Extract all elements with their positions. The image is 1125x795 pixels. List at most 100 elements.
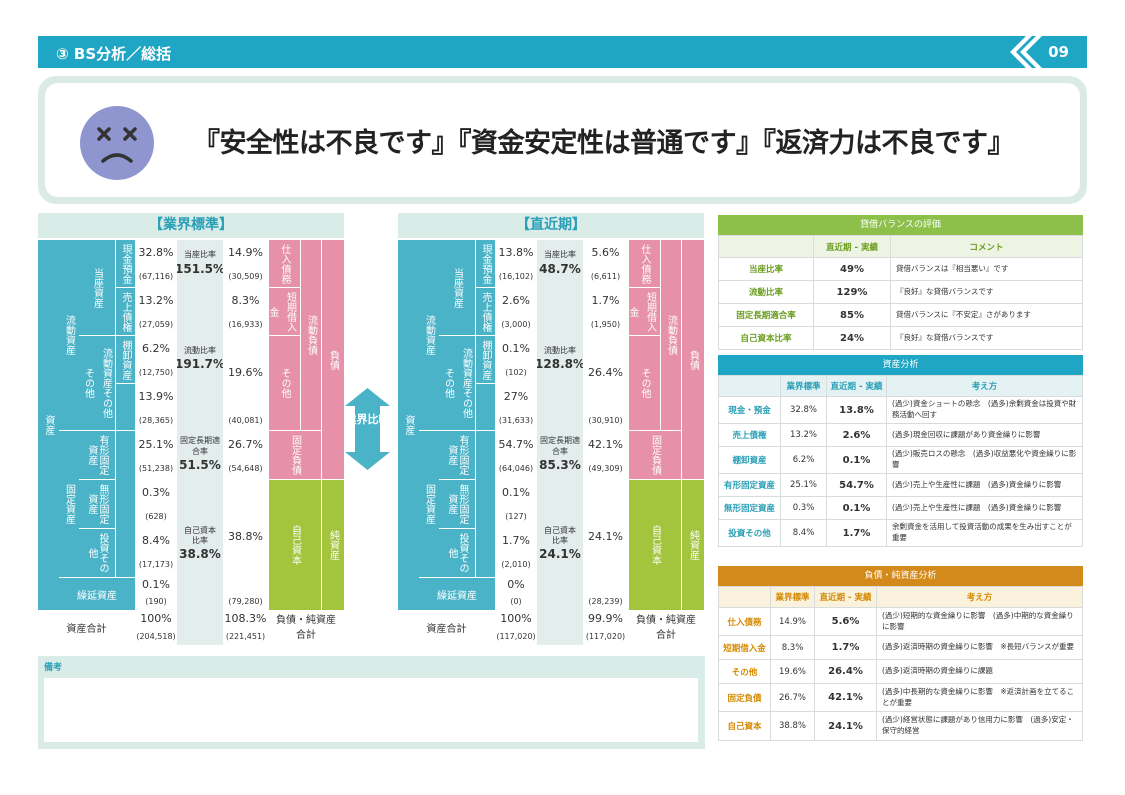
quick-assets-label: 当座資産 <box>439 240 475 335</box>
current-assets-label: 流動資産 <box>419 240 439 430</box>
quick-assets-label: 当座資産 <box>79 240 115 335</box>
deferred-pct: 0% <box>495 576 537 593</box>
summary-panel: 『安全性は不良です』『資金安定性は普通です』『返済力は不良です』 <box>38 76 1087 204</box>
notes-panel: 備考 <box>38 656 705 749</box>
balance-eval-header: コメント <box>890 235 1083 258</box>
other-pct: 13.9% <box>135 384 177 408</box>
current-ratio-label: 流動比率 <box>544 345 576 355</box>
assets-label: 資産 <box>398 240 419 610</box>
bs-title: 【直近期】 <box>398 213 704 238</box>
liab-other-label: その他 <box>629 336 660 430</box>
current-other-label: 流動資産その他 <box>97 336 115 430</box>
balance-eval-header <box>718 235 814 258</box>
fixed-ratio-value: 85.3% <box>539 457 581 472</box>
bs-industry: 【業界標準】 資産 流動資産 固定資産 当座資産 その他 流動資産その他 有形固… <box>38 213 344 645</box>
page-header: ③ BS分析／総括 09 <box>38 36 1087 68</box>
investment-amt: (2,010) <box>495 552 537 576</box>
short-debt-label-b: 金 <box>629 288 640 335</box>
asset-analysis-title: 資産分析 <box>718 355 1083 375</box>
summary-text: 『安全性は不良です』『資金安定性は普通です』『返済力は不良です』 <box>193 128 1015 159</box>
tangible-label: 有形固定資産 <box>79 431 115 479</box>
bs-recent: 【直近期】 資産 流動資産 固定資産 当座資産 その他 流動資産その他 有形固定… <box>398 213 704 645</box>
liab-analysis-title: 負債・純資産分析 <box>718 566 1083 586</box>
tangible-pct: 54.7% <box>495 432 537 456</box>
investment-amt: (17,173) <box>135 552 177 576</box>
current-ratio-label: 流動比率 <box>184 345 216 355</box>
fixed-liab-label: 固定負債 <box>629 431 681 479</box>
total-assets-amt: (117,020) <box>495 627 537 645</box>
intangible-pct: 0.3% <box>135 480 177 504</box>
total-assets-pct: 100% <box>135 610 177 627</box>
compare-label: 業界比較 <box>345 413 390 426</box>
total-le-pct: 108.3% <box>223 610 268 627</box>
deferred-label: 繰延資産 <box>419 578 495 610</box>
cash-pct: 32.8% <box>135 240 177 264</box>
payables-label: 仕入債務 <box>269 240 300 287</box>
cash-amt: (16,102) <box>495 264 537 288</box>
intangible-pct: 0.1% <box>495 480 537 504</box>
investment-label: 投資その他 <box>79 529 115 577</box>
equity-pct: 24.1% <box>583 480 628 593</box>
page-title: ③ BS分析／総括 <box>56 45 172 63</box>
cash-label: 現金預金 <box>476 240 495 287</box>
current-assets-label: 流動資産 <box>59 240 79 430</box>
fixed-assets-label: 固定資産 <box>59 431 79 577</box>
short-debt-label-b: 金 <box>269 288 280 335</box>
receivables-pct: 13.2% <box>135 288 177 312</box>
current-liab-label: 流動負債 <box>301 240 321 430</box>
inventory-pct: 0.1% <box>495 336 537 360</box>
notes-input[interactable] <box>44 678 698 742</box>
equity-amt: (79,280) <box>223 593 268 610</box>
fixed-ratio-cell: 固定長期適合率 85.3% <box>537 431 583 479</box>
equity-pct: 38.8% <box>223 480 268 593</box>
deferred-amt: (0) <box>495 593 537 610</box>
current-ratio-value: 128.8% <box>537 357 583 372</box>
fixed-liab-label: 固定負債 <box>269 431 321 479</box>
liab-other-pct: 26.4% <box>583 336 628 408</box>
balance-eval-header: 直近期 - 実績 <box>813 235 891 258</box>
chevron-left-icon <box>1010 36 1042 68</box>
inventory-label: 棚卸資産 <box>116 336 135 383</box>
quick-ratio-label: 当座比率 <box>184 250 216 260</box>
double-arrow-icon <box>345 388 390 470</box>
fixed-ratio-cell: 固定長期適合率 51.5% <box>177 431 223 479</box>
liab-other-label: その他 <box>269 336 300 430</box>
quick-ratio-cell: 当座比率 48.7% <box>537 240 583 288</box>
payables-label: 仕入債務 <box>629 240 660 287</box>
intangible-label: 無形固定資産 <box>439 480 475 528</box>
sad-face-icon <box>80 106 154 180</box>
payables-amt: (6,611) <box>583 264 628 288</box>
payables-pct: 5.6% <box>583 240 628 264</box>
investment-label: 投資その他 <box>439 529 475 577</box>
page-number: 09 <box>1048 43 1069 61</box>
cash-amt: (67,116) <box>135 264 177 288</box>
receivables-amt: (3,000) <box>495 312 537 336</box>
fixed-ratio-label: 固定長期適合率 <box>180 436 220 456</box>
short-debt-amt: (1,950) <box>583 312 628 336</box>
intangible-amt: (127) <box>495 504 537 528</box>
total-le-label: 負債・純資産合計 <box>268 610 344 645</box>
liab-other-amt: (40,081) <box>223 408 268 432</box>
intangible-amt: (628) <box>135 504 177 528</box>
short-debt-pct: 8.3% <box>223 288 268 312</box>
total-assets-pct: 100% <box>495 610 537 627</box>
short-debt-label-a: 短期借入 <box>280 288 300 335</box>
equity-ratio-cell: 自己資本比率 38.8% <box>177 479 223 610</box>
other-pct: 27% <box>495 384 537 408</box>
fixed-ratio-label: 固定長期適合率 <box>540 436 580 456</box>
receivables-amt: (27,059) <box>135 312 177 336</box>
short-debt-label-a: 短期借入 <box>640 288 660 335</box>
total-assets-amt: (204,518) <box>135 627 177 645</box>
assets-label: 資産 <box>38 240 59 610</box>
